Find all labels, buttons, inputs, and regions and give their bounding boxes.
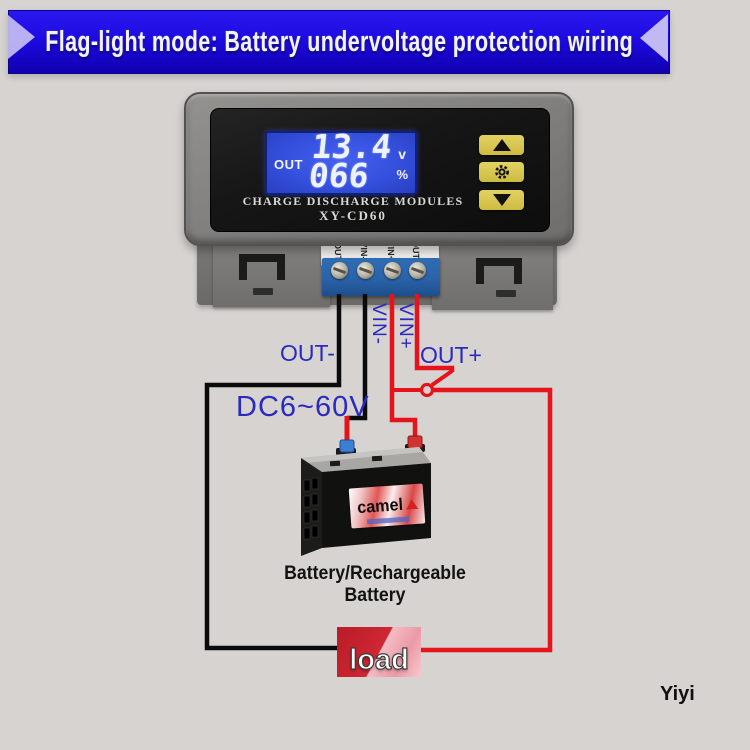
battery-top-highlight — [301, 447, 423, 463]
clip-slot — [496, 290, 516, 297]
battery-positive-post — [407, 435, 423, 449]
arrow-down-icon — [492, 194, 511, 206]
wire-load — [421, 387, 553, 653]
label-input-voltage-range: DC6~60V — [236, 391, 370, 423]
clip-slot — [253, 288, 273, 295]
load-box: load — [337, 627, 421, 677]
wire-out-plus — [414, 294, 455, 372]
switch-pivot — [419, 382, 435, 398]
label-blue-strip — [366, 516, 410, 525]
clip-cutout — [239, 254, 285, 280]
battery-brand-label: camel — [348, 483, 426, 529]
page-title: Flag-light mode: Battery undervoltage pr… — [45, 25, 633, 58]
label-vin-plus: VIN+ — [395, 303, 416, 350]
switch-icon — [394, 369, 454, 398]
gear-icon — [494, 165, 509, 179]
lcd-percent-unit: % — [396, 167, 408, 182]
terminal-screw — [331, 262, 348, 279]
mounting-clip-left — [213, 241, 330, 307]
brand-triangle-icon — [405, 498, 419, 510]
label-out-plus: OUT+ — [420, 342, 482, 368]
lcd-out-label: OUT — [274, 157, 303, 172]
ribbon-fold-left-icon — [8, 15, 35, 59]
module-caption: CHARGE DISCHARGE MODULES — [242, 194, 464, 208]
terminal-screw — [384, 262, 401, 279]
mounting-clip-right — [432, 244, 553, 310]
wire-vin-minus — [347, 294, 368, 421]
load-label: load — [349, 644, 410, 677]
title-banner: Flag-light mode: Battery undervoltage pr… — [8, 10, 670, 74]
terminal-block — [322, 258, 440, 296]
wire-vin-plus — [389, 294, 418, 448]
battery-vent — [371, 455, 383, 462]
wire-out-minus — [204, 294, 342, 651]
settings-button — [479, 162, 524, 182]
label-vin-minus: VIN- — [368, 303, 389, 345]
clip-cutout — [476, 258, 522, 284]
lcd-voltage-unit: v — [398, 146, 406, 162]
switch-lever — [430, 369, 454, 387]
arrow-up-icon — [492, 139, 511, 151]
credit-text: Yiyi — [660, 683, 695, 705]
terminal-screw — [409, 262, 426, 279]
label-out-minus: OUT- — [280, 340, 335, 366]
module-model-number: XY-CD60 — [319, 208, 387, 223]
terminal-screw — [357, 262, 374, 279]
battery-negative-post — [339, 439, 355, 453]
module-front-panel: OUT 13.4 v 066 % CHARGE DISCHARGE MODULE… — [210, 108, 550, 232]
battery-brand: camel — [356, 494, 404, 518]
down-button — [479, 190, 524, 210]
battery-vent — [329, 460, 341, 467]
up-button — [479, 135, 524, 155]
ribbon-fold-right-icon — [640, 14, 668, 62]
module-bezel: OUT 13.4 v 066 % CHARGE DISCHARGE MODULE… — [184, 92, 574, 246]
battery-side-grid — [303, 477, 319, 540]
lcd-display: OUT 13.4 v 066 % — [265, 127, 417, 195]
battery-caption: Battery/Rechargeable Battery — [284, 563, 466, 606]
